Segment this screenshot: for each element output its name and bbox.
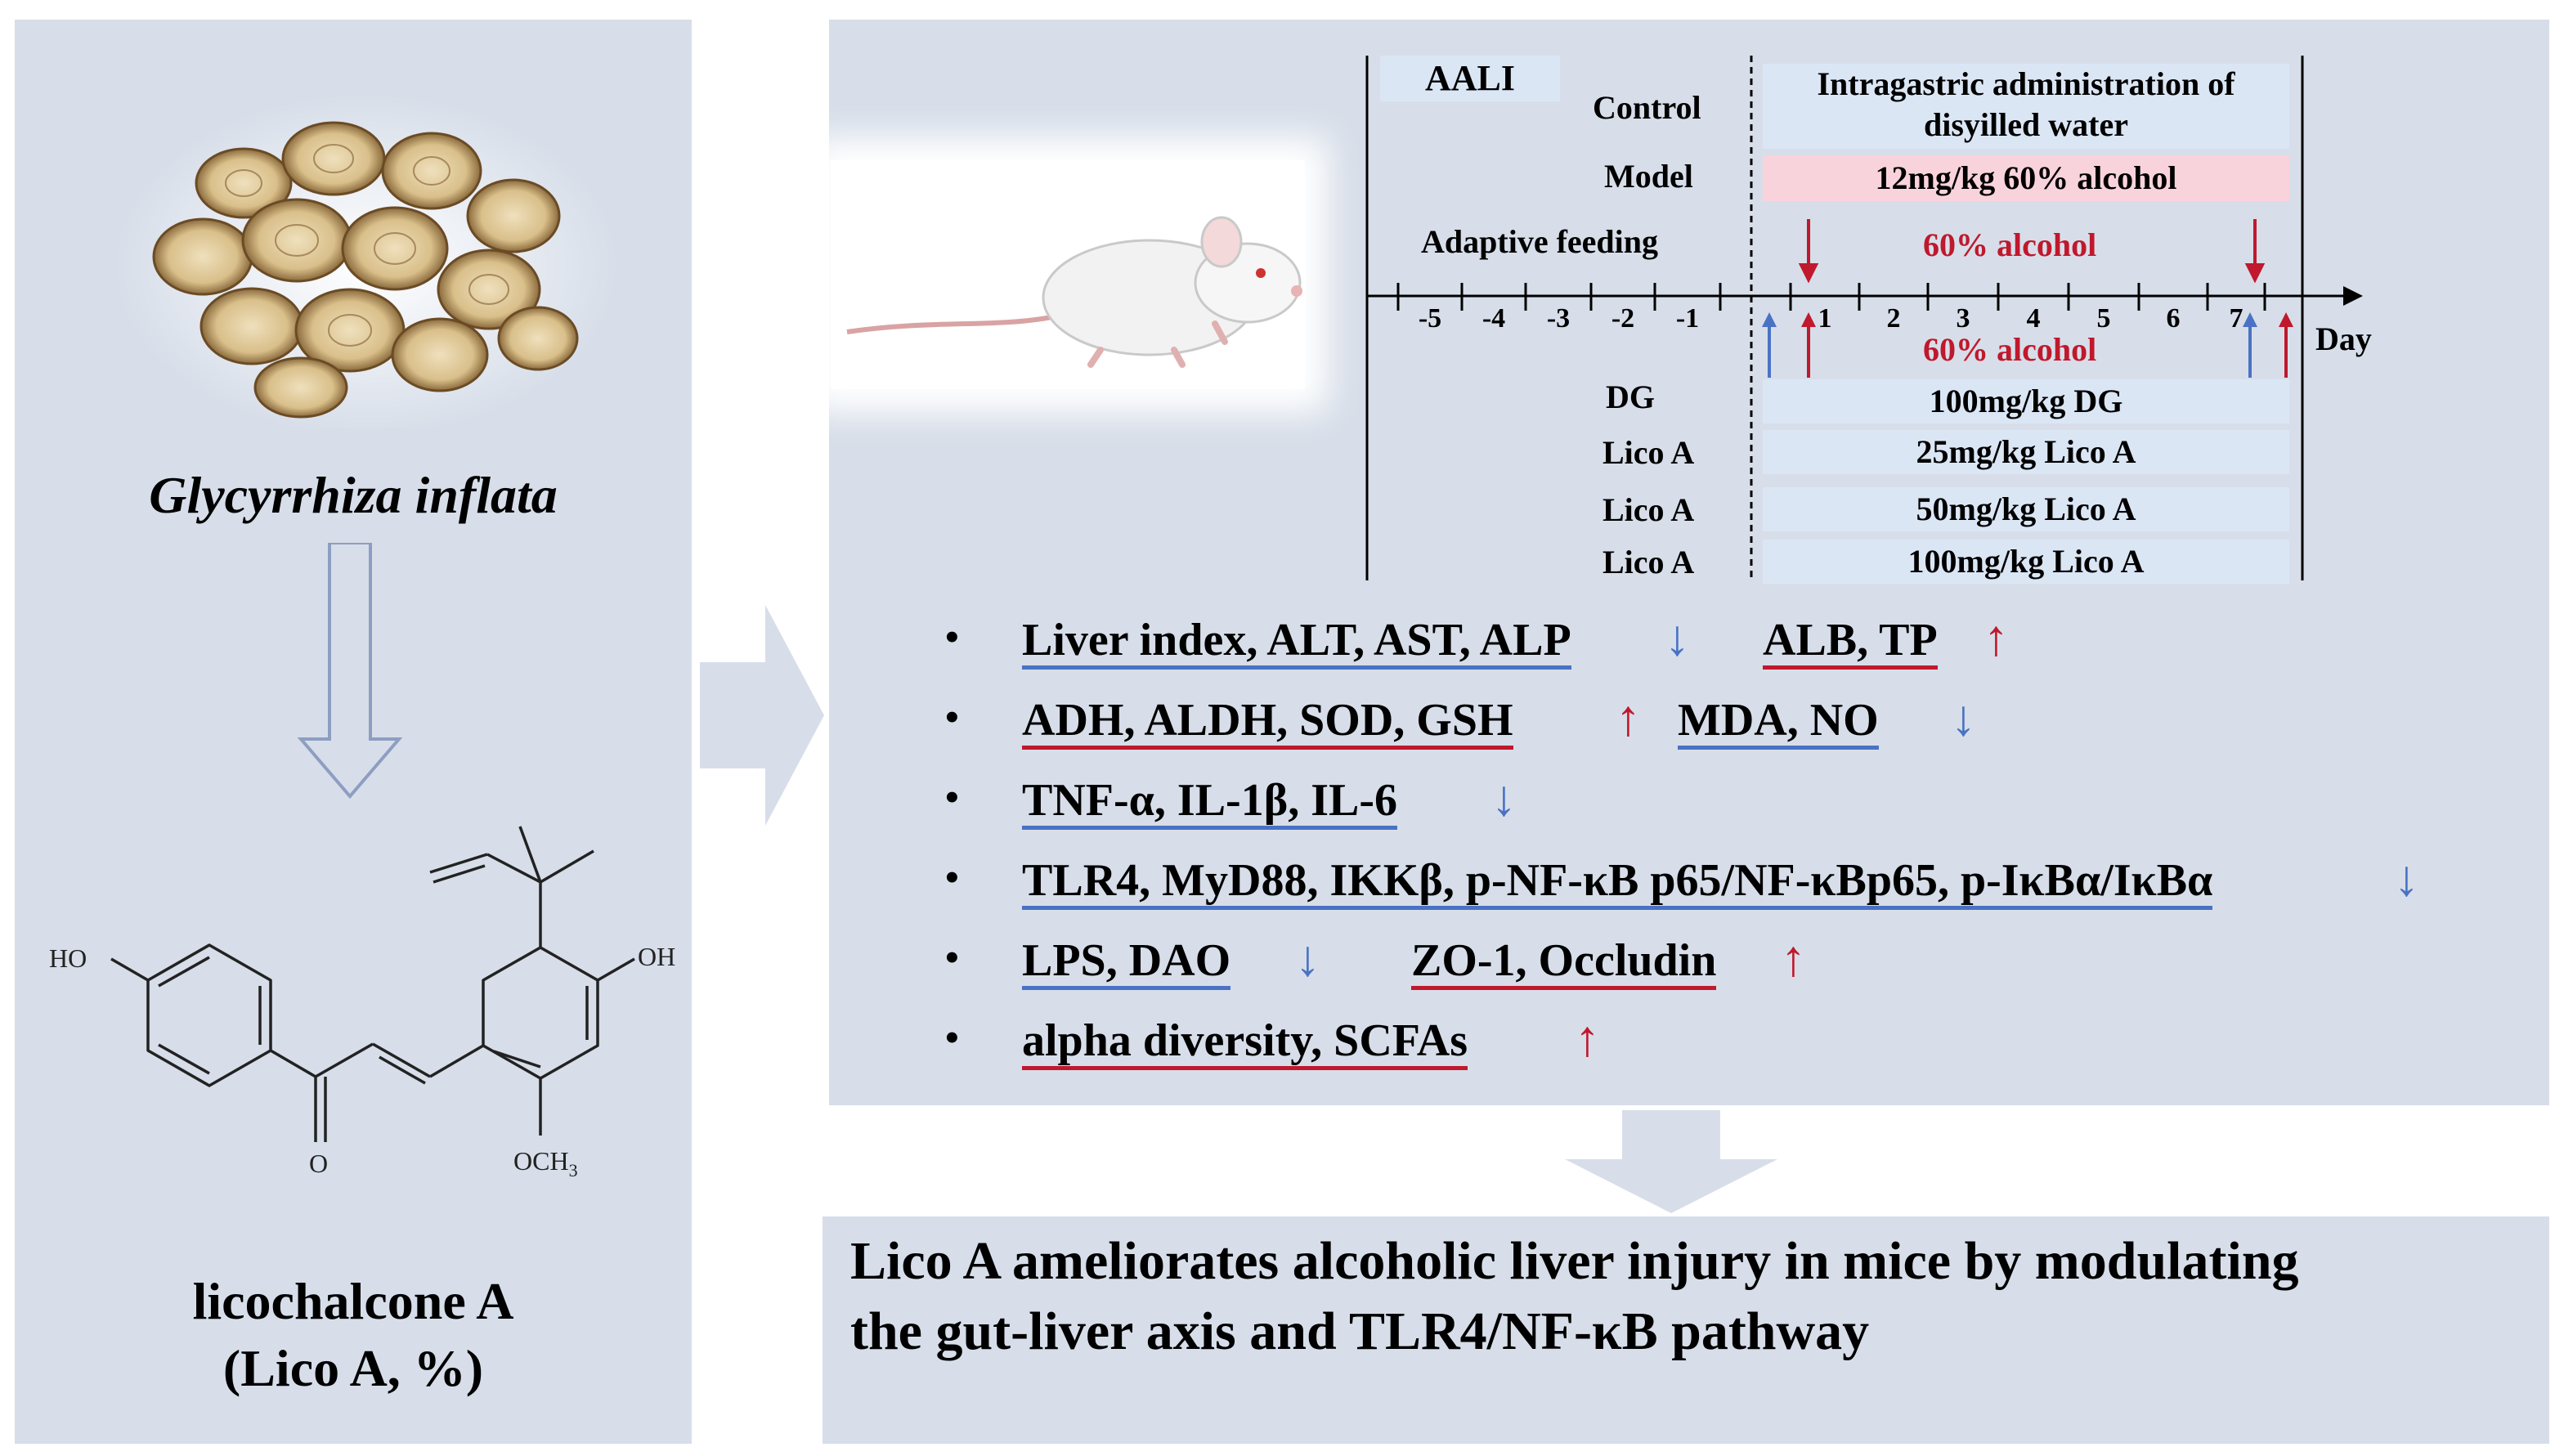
finding-marker-text: LPS, DAO — [1022, 935, 1231, 990]
timeline-diagram: -5 -4 -3 -2 -1 1 2 3 4 5 6 7 Day — [1365, 56, 2372, 580]
finding-marker-text: ALB, TP — [1763, 615, 1938, 670]
finding-marker-text: alpha diversity, SCFAs — [1022, 1015, 1468, 1070]
tick-label: -2 — [1611, 303, 1634, 334]
aali-label: AALI — [1380, 56, 1560, 101]
control-treatment-line1: Intragastric administration of — [1817, 65, 2235, 102]
ho-label: HO — [49, 943, 87, 973]
axis-label: Day — [2315, 320, 2372, 357]
bullet-icon: • — [945, 696, 959, 739]
dg-treatment-box: 100mg/kg DG — [1763, 379, 2289, 423]
mouse-image-frame — [831, 160, 1305, 389]
chemical-structure-icon: HO O OH OCH3 — [49, 826, 675, 1180]
och3-label: OCH3 — [513, 1146, 578, 1180]
up-arrow-icon: ↑ — [1781, 931, 1806, 987]
up-arrow-icon — [2279, 312, 2293, 327]
down-arrow-icon — [1798, 263, 1819, 284]
up-arrow-icon: ↑ — [1616, 691, 1641, 746]
bullet-icon: • — [945, 856, 959, 899]
oh-label: OH — [638, 942, 675, 971]
tick-label: 2 — [1887, 303, 1901, 334]
conclusion-line2: the gut-liver axis and TLR4/NF-κB pathwa… — [850, 1301, 1870, 1361]
group-control: Control — [1593, 89, 1701, 126]
finding-marker-text: TNF-α, IL-1β, IL-6 — [1022, 775, 1397, 830]
conclusion-line1: Lico A ameliorates alcoholic liver injur… — [850, 1231, 2299, 1291]
alcohol-label-top: 60% alcohol — [1923, 226, 2097, 263]
finding-marker-text: Liver index, ALT, AST, ALP — [1022, 615, 1571, 670]
group-dg: DG — [1606, 379, 1655, 415]
tick-label: 1 — [1818, 303, 1832, 334]
licorice-slices-image — [113, 93, 620, 428]
lico-a-high-treatment-box: 100mg/kg Lico A — [1763, 540, 2289, 584]
up-arrow-icon: ↑ — [1575, 1011, 1600, 1067]
left-panel: Glycyrrhiza inflata — [15, 20, 692, 1444]
down-arrow-icon: ↓ — [1951, 691, 1976, 746]
conclusion-panel — [823, 1216, 2549, 1444]
tick-label: 3 — [1957, 303, 1970, 334]
bullet-icon: • — [945, 616, 959, 659]
group-lico-a-low: Lico A — [1602, 434, 1695, 471]
right-block-arrow-icon — [700, 605, 824, 826]
mouse-image — [846, 216, 1302, 368]
tick-label: -4 — [1482, 303, 1505, 334]
group-model: Model — [1604, 158, 1693, 195]
finding-marker-text: ADH, ALDH, SOD, GSH — [1022, 695, 1513, 750]
finding-marker-text: TLR4, MyD88, IKKβ, p-NF-κB p65/NF-κBp65,… — [1022, 855, 2213, 910]
species-name: Glycyrrhiza inflata — [149, 466, 558, 524]
tick-label: 5 — [2097, 303, 2111, 334]
bullet-icon: • — [945, 776, 959, 819]
group-adaptive-feeding: Adaptive feeding — [1421, 223, 1658, 260]
tick-label: 6 — [2167, 303, 2181, 334]
tick-label: -1 — [1676, 303, 1699, 334]
lico-a-mid-treatment-box: 50mg/kg Lico A — [1763, 487, 2289, 531]
tick-label: 4 — [2027, 303, 2041, 334]
conclusion-text: Lico A ameliorates alcoholic liver injur… — [850, 1226, 2535, 1367]
axis-arrowhead-icon — [2343, 286, 2363, 306]
carbonyl-o-label: O — [309, 1149, 328, 1178]
alcohol-label-bottom: 60% alcohol — [1923, 331, 2097, 368]
down-arrow-icon — [2244, 263, 2266, 284]
finding-marker-text: ZO-1, Occludin — [1411, 935, 1717, 990]
up-arrow-icon — [2243, 312, 2257, 327]
down-block-arrow-icon — [1565, 1110, 1777, 1213]
model-treatment-box: 12mg/kg 60% alcohol — [1763, 155, 2289, 201]
bullet-icon: • — [945, 1016, 959, 1060]
down-arrow-icon: ↓ — [1491, 771, 1517, 827]
control-treatment-line2: disyilled water — [1924, 106, 2128, 143]
tick-label: -3 — [1547, 303, 1570, 334]
finding-marker-text: MDA, NO — [1678, 695, 1879, 750]
group-lico-a-high: Lico A — [1602, 544, 1695, 580]
compound-name: licochalcone A — [192, 1272, 514, 1330]
group-lico-a-mid: Lico A — [1602, 491, 1695, 528]
lico-a-low-treatment-box: 25mg/kg Lico A — [1763, 430, 2289, 474]
tick-label: -5 — [1419, 303, 1441, 334]
up-arrow-icon — [1801, 312, 1816, 327]
down-arrow-icon: ↓ — [1665, 611, 1690, 666]
down-outline-arrow-icon — [297, 543, 403, 800]
down-arrow-icon: ↓ — [2394, 851, 2419, 907]
bullet-icon: • — [945, 936, 959, 979]
down-arrow-icon: ↓ — [1295, 931, 1320, 987]
compound-abbrev: (Lico A, %) — [222, 1339, 484, 1397]
up-arrow-icon — [1762, 312, 1777, 327]
up-arrow-icon: ↑ — [1984, 611, 2009, 666]
control-treatment-box: Intragastric administration of disyilled… — [1763, 64, 2289, 149]
tick-label: 7 — [2230, 303, 2244, 334]
